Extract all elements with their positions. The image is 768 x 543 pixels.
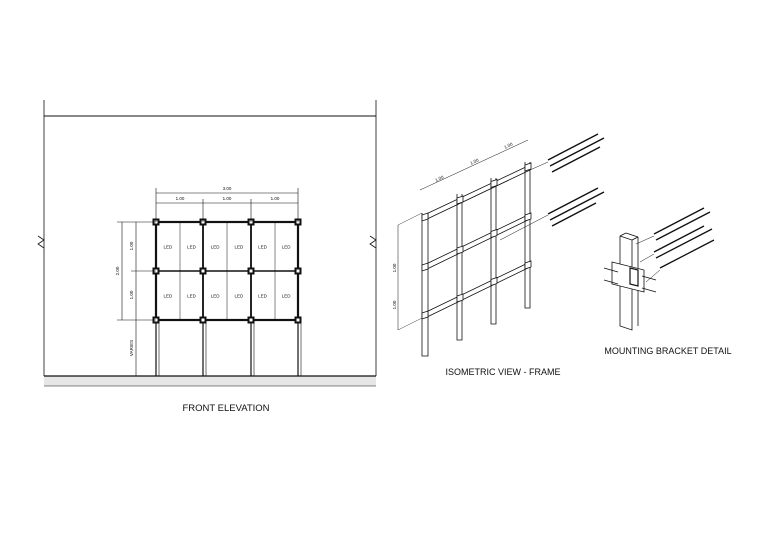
iso-rail-top xyxy=(421,164,531,217)
led-panel-label: LED xyxy=(282,245,292,250)
led-panel-label: LED xyxy=(211,245,221,250)
iso-rail-mid xyxy=(421,213,531,267)
iso-post-3 xyxy=(490,178,497,325)
led-panel-label: LED xyxy=(163,245,173,250)
iso-bracket xyxy=(490,228,498,239)
detail-post-edge-b xyxy=(619,232,627,237)
iso-brackets xyxy=(421,162,532,320)
iso-dim-width xyxy=(419,139,529,191)
bracket-detail-title: MOUNTING BRACKET DETAIL xyxy=(604,346,731,356)
iso-bracket xyxy=(524,212,532,222)
detail-post xyxy=(619,235,633,331)
led-panel-label: LED xyxy=(211,294,221,299)
dim-overall-height: 2.00 xyxy=(115,266,120,275)
frame-bracket-bolt xyxy=(201,318,205,322)
iso-rail-bot-b xyxy=(424,266,531,319)
led-labels: LED LED LED LED LED LED LED LED LED LED LED LED xyxy=(163,245,291,299)
break-mark-right xyxy=(369,235,377,249)
detail-clamp-plate xyxy=(629,267,639,287)
iso-dim-text: 1.00 1.00 1.00 1.00 1.00 xyxy=(392,141,514,309)
detail-bolt-2 xyxy=(603,279,619,285)
front-dim-text: 3.00 1.00 1.00 1.00 2.00 1.00 1.00 VARIE… xyxy=(115,186,280,356)
detail-leader-2 xyxy=(639,253,655,263)
iso-rail-bot xyxy=(421,261,531,315)
break-mark-left xyxy=(37,235,45,249)
dim-overall-width: 3.00 xyxy=(223,186,232,191)
led-panel-label: LED xyxy=(258,294,268,299)
iso-rail-mid-b xyxy=(424,218,531,271)
frame-bracket-bolt xyxy=(201,269,205,273)
front-dimensions xyxy=(117,188,299,376)
iso-width-2: 1.00 xyxy=(469,157,480,165)
iso-bracket xyxy=(524,162,532,172)
led-panel-label: LED xyxy=(187,245,197,250)
front-elevation xyxy=(37,100,377,387)
iso-bracket xyxy=(524,260,532,270)
detail-post-edge-c xyxy=(631,236,639,241)
led-panel-label: LED xyxy=(282,294,292,299)
iso-bracket xyxy=(490,178,498,189)
led-panel-label: LED xyxy=(187,294,197,299)
bracket-callout-notes xyxy=(653,207,715,269)
iso-bracket xyxy=(421,212,429,222)
led-panel-label: LED xyxy=(258,245,268,250)
iso-bracket xyxy=(490,276,498,287)
iso-bracket xyxy=(456,245,464,255)
led-panel-label: LED xyxy=(234,245,244,250)
frame-bracket-bolt xyxy=(296,318,300,322)
iso-post-4 xyxy=(524,162,531,309)
dim-bay-2: 1.00 xyxy=(223,196,232,201)
frame-bracket-bolt xyxy=(249,318,253,322)
dim-row-2: 1.00 xyxy=(129,290,134,299)
detail-clamp xyxy=(611,261,645,293)
led-panel-label: LED xyxy=(163,294,173,299)
iso-leader-1 xyxy=(529,161,549,171)
iso-bracket xyxy=(421,262,429,272)
detail-bolt-1 xyxy=(603,267,619,273)
iso-ext-2 xyxy=(397,317,423,331)
bracket-detail xyxy=(603,232,661,331)
iso-height-1: 1.00 xyxy=(392,263,397,272)
frame-bracket-bolt xyxy=(296,269,300,273)
dim-clearance: VARIES xyxy=(129,340,134,356)
iso-bracket xyxy=(421,310,429,320)
iso-width-3: 1.00 xyxy=(503,141,514,149)
dim-bay-3: 1.00 xyxy=(271,196,280,201)
dim-row-1: 1.00 xyxy=(129,241,134,250)
iso-height-2: 1.00 xyxy=(392,300,397,309)
led-panel-label: LED xyxy=(234,294,244,299)
dim-bay-1: 1.00 xyxy=(176,196,185,201)
ground-strip xyxy=(44,376,376,386)
iso-post-1 xyxy=(421,213,429,357)
iso-leader-2 xyxy=(499,214,549,241)
detail-leader-3 xyxy=(645,269,661,283)
iso-width-1: 1.00 xyxy=(434,174,445,182)
iso-rail-top-b xyxy=(424,169,531,221)
frame-bracket-bolt xyxy=(249,269,253,273)
detail-bolt-3 xyxy=(641,275,657,281)
isometric-view-title: ISOMETRIC VIEW - FRAME xyxy=(445,367,560,377)
detail-post-edge xyxy=(625,232,639,238)
front-elevation-title: FRONT ELEVATION xyxy=(182,403,269,414)
detail-leader-1 xyxy=(635,235,655,245)
iso-post-2 xyxy=(456,194,463,341)
iso-callout-notes xyxy=(547,133,605,227)
iso-bracket xyxy=(456,293,464,303)
iso-bracket xyxy=(456,195,464,205)
isometric-frame xyxy=(397,139,549,357)
detail-bolt-4 xyxy=(641,287,657,293)
iso-ext-1 xyxy=(397,212,423,226)
